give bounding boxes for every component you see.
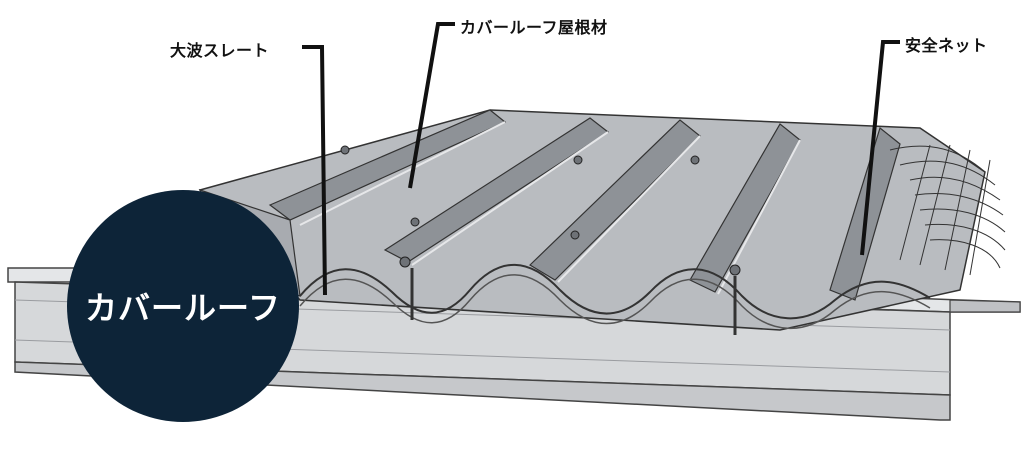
label-safety-net: 安全ネット bbox=[905, 36, 988, 55]
label-slate: 大波スレート bbox=[170, 41, 270, 60]
safety-net bbox=[889, 144, 1006, 276]
roof-bolts bbox=[340, 145, 741, 335]
leader-lines bbox=[302, 22, 900, 296]
label-cover-roof: カバールーフ屋根材 bbox=[460, 18, 608, 37]
cover-roof-badge: カバールーフ bbox=[67, 190, 299, 422]
badge-text: カバールーフ bbox=[84, 289, 282, 327]
